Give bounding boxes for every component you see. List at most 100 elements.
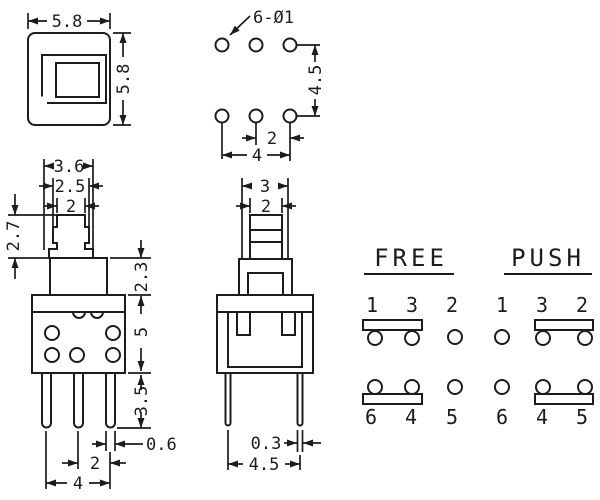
front-pin-width-dimension <box>92 431 143 451</box>
push-title: PUSH <box>511 244 585 272</box>
free-contact-5 <box>447 379 463 395</box>
hole <box>282 108 298 124</box>
hole-pitch-label: 2 <box>267 129 277 149</box>
push-contact-4 <box>535 379 551 395</box>
push-terminal-1: 1 <box>496 293 508 317</box>
front-step-width-label: 2.5 <box>55 177 86 197</box>
push-top-bridge-bar <box>534 319 594 331</box>
push-terminal-4: 4 <box>536 405 548 429</box>
push-contact-2 <box>577 330 593 346</box>
side-pin <box>296 372 304 427</box>
front-collar-height-label: 2.3 <box>132 262 152 293</box>
top-view-notch <box>38 96 47 105</box>
top-view: 5.8 5.8 <box>27 12 134 126</box>
front-hole <box>44 325 60 341</box>
top-view-width-label: 5.8 <box>52 12 83 32</box>
hole <box>248 108 264 124</box>
front-collar <box>49 257 108 296</box>
front-pin-length-dimension <box>117 375 151 429</box>
side-pin-span-dimension <box>227 430 301 470</box>
front-hole <box>69 347 85 363</box>
side-stem-width-dimension <box>236 198 296 213</box>
push-contact-3 <box>535 330 551 346</box>
state-push: PUSH 1 3 2 6 4 5 <box>494 244 594 429</box>
free-terminal-6: 6 <box>365 405 377 429</box>
front-hole <box>105 325 121 341</box>
hole-pattern: 6-Ø1 4.5 2 4 <box>214 8 326 166</box>
hole-leader-line <box>229 15 251 36</box>
hole <box>214 37 230 53</box>
free-contact-2 <box>447 329 463 345</box>
front-plunger <box>48 214 94 259</box>
hole <box>282 37 298 53</box>
free-top-bridge-bar <box>362 319 423 331</box>
front-body-height-label: 5 <box>132 327 152 337</box>
hole-span-label: 4 <box>252 146 262 166</box>
free-contact-1 <box>367 330 383 346</box>
push-contact-1 <box>494 329 510 345</box>
side-notch <box>236 311 251 336</box>
push-terminal-3: 3 <box>536 293 548 317</box>
top-view-height-dimension <box>113 32 131 126</box>
side-pin <box>224 372 232 427</box>
hole-pitch-dimension <box>221 123 304 161</box>
side-cap-width-dimension <box>241 178 289 258</box>
side-collar-inner <box>247 272 284 296</box>
push-terminal-6: 6 <box>496 405 508 429</box>
side-plunger <box>249 214 283 260</box>
front-pin <box>41 372 52 429</box>
front-stem-height-label: 2.7 <box>4 221 24 252</box>
free-terminal-5: 5 <box>446 405 458 429</box>
top-view-height-label: 5.8 <box>114 64 134 95</box>
front-pin <box>73 372 84 429</box>
front-pin-span-label: 4 <box>73 474 83 494</box>
push-contact-6 <box>494 379 510 395</box>
push-bottom-bridge-bar <box>534 393 594 405</box>
free-contact-3 <box>404 330 420 346</box>
push-terminal-5: 5 <box>576 405 588 429</box>
side-notch <box>281 311 296 336</box>
front-view: 3.6 2.5 2 2.7 2.3 5 <box>4 157 177 494</box>
side-stem-width-label: 2 <box>261 197 271 217</box>
hole-row-pitch-dimension <box>297 44 320 117</box>
front-pin-span-dimension <box>45 431 110 489</box>
side-body <box>216 294 314 374</box>
hole <box>214 108 230 124</box>
front-stem-width-dimension <box>43 198 99 213</box>
top-view-button-inner <box>55 62 100 98</box>
side-pin-span-label: 4.5 <box>249 455 280 475</box>
front-boss-arc <box>89 310 105 319</box>
state-free: FREE 1 3 2 6 4 5 <box>362 244 463 429</box>
hole-count-label: 6-Ø1 <box>253 8 294 28</box>
side-cap-width-label: 3 <box>260 177 270 197</box>
front-stem-width-label: 2 <box>66 197 76 217</box>
front-body <box>31 294 126 374</box>
front-body-height-dimension <box>128 348 151 374</box>
free-title: FREE <box>374 244 448 272</box>
front-stem-height-dimension <box>8 194 56 279</box>
top-view-outer-body <box>27 32 111 126</box>
front-pin-width-label: 0.6 <box>146 435 177 455</box>
free-terminal-1: 1 <box>366 293 378 317</box>
free-bottom-bridge-bar <box>362 393 423 405</box>
hole-row-pitch-label: 4.5 <box>306 65 326 96</box>
free-terminal-4: 4 <box>405 405 417 429</box>
free-contact-4 <box>404 379 420 395</box>
front-collar-height-dimension <box>110 240 151 314</box>
free-contact-6 <box>367 379 383 395</box>
free-terminal-3: 3 <box>406 293 418 317</box>
side-collar <box>238 258 293 296</box>
free-terminal-2: 2 <box>446 293 458 317</box>
front-hole <box>44 347 60 363</box>
push-contact-5 <box>577 379 593 395</box>
front-boss-arc <box>71 310 87 319</box>
front-hole <box>105 347 121 363</box>
side-pin-thickness-label: 0.3 <box>251 434 282 454</box>
front-pin <box>105 372 116 429</box>
front-pin-pitch-label: 2 <box>90 454 100 474</box>
hole <box>248 37 264 53</box>
front-pin-length-label: 3.5 <box>132 386 152 417</box>
top-view-button-outer <box>41 54 107 104</box>
